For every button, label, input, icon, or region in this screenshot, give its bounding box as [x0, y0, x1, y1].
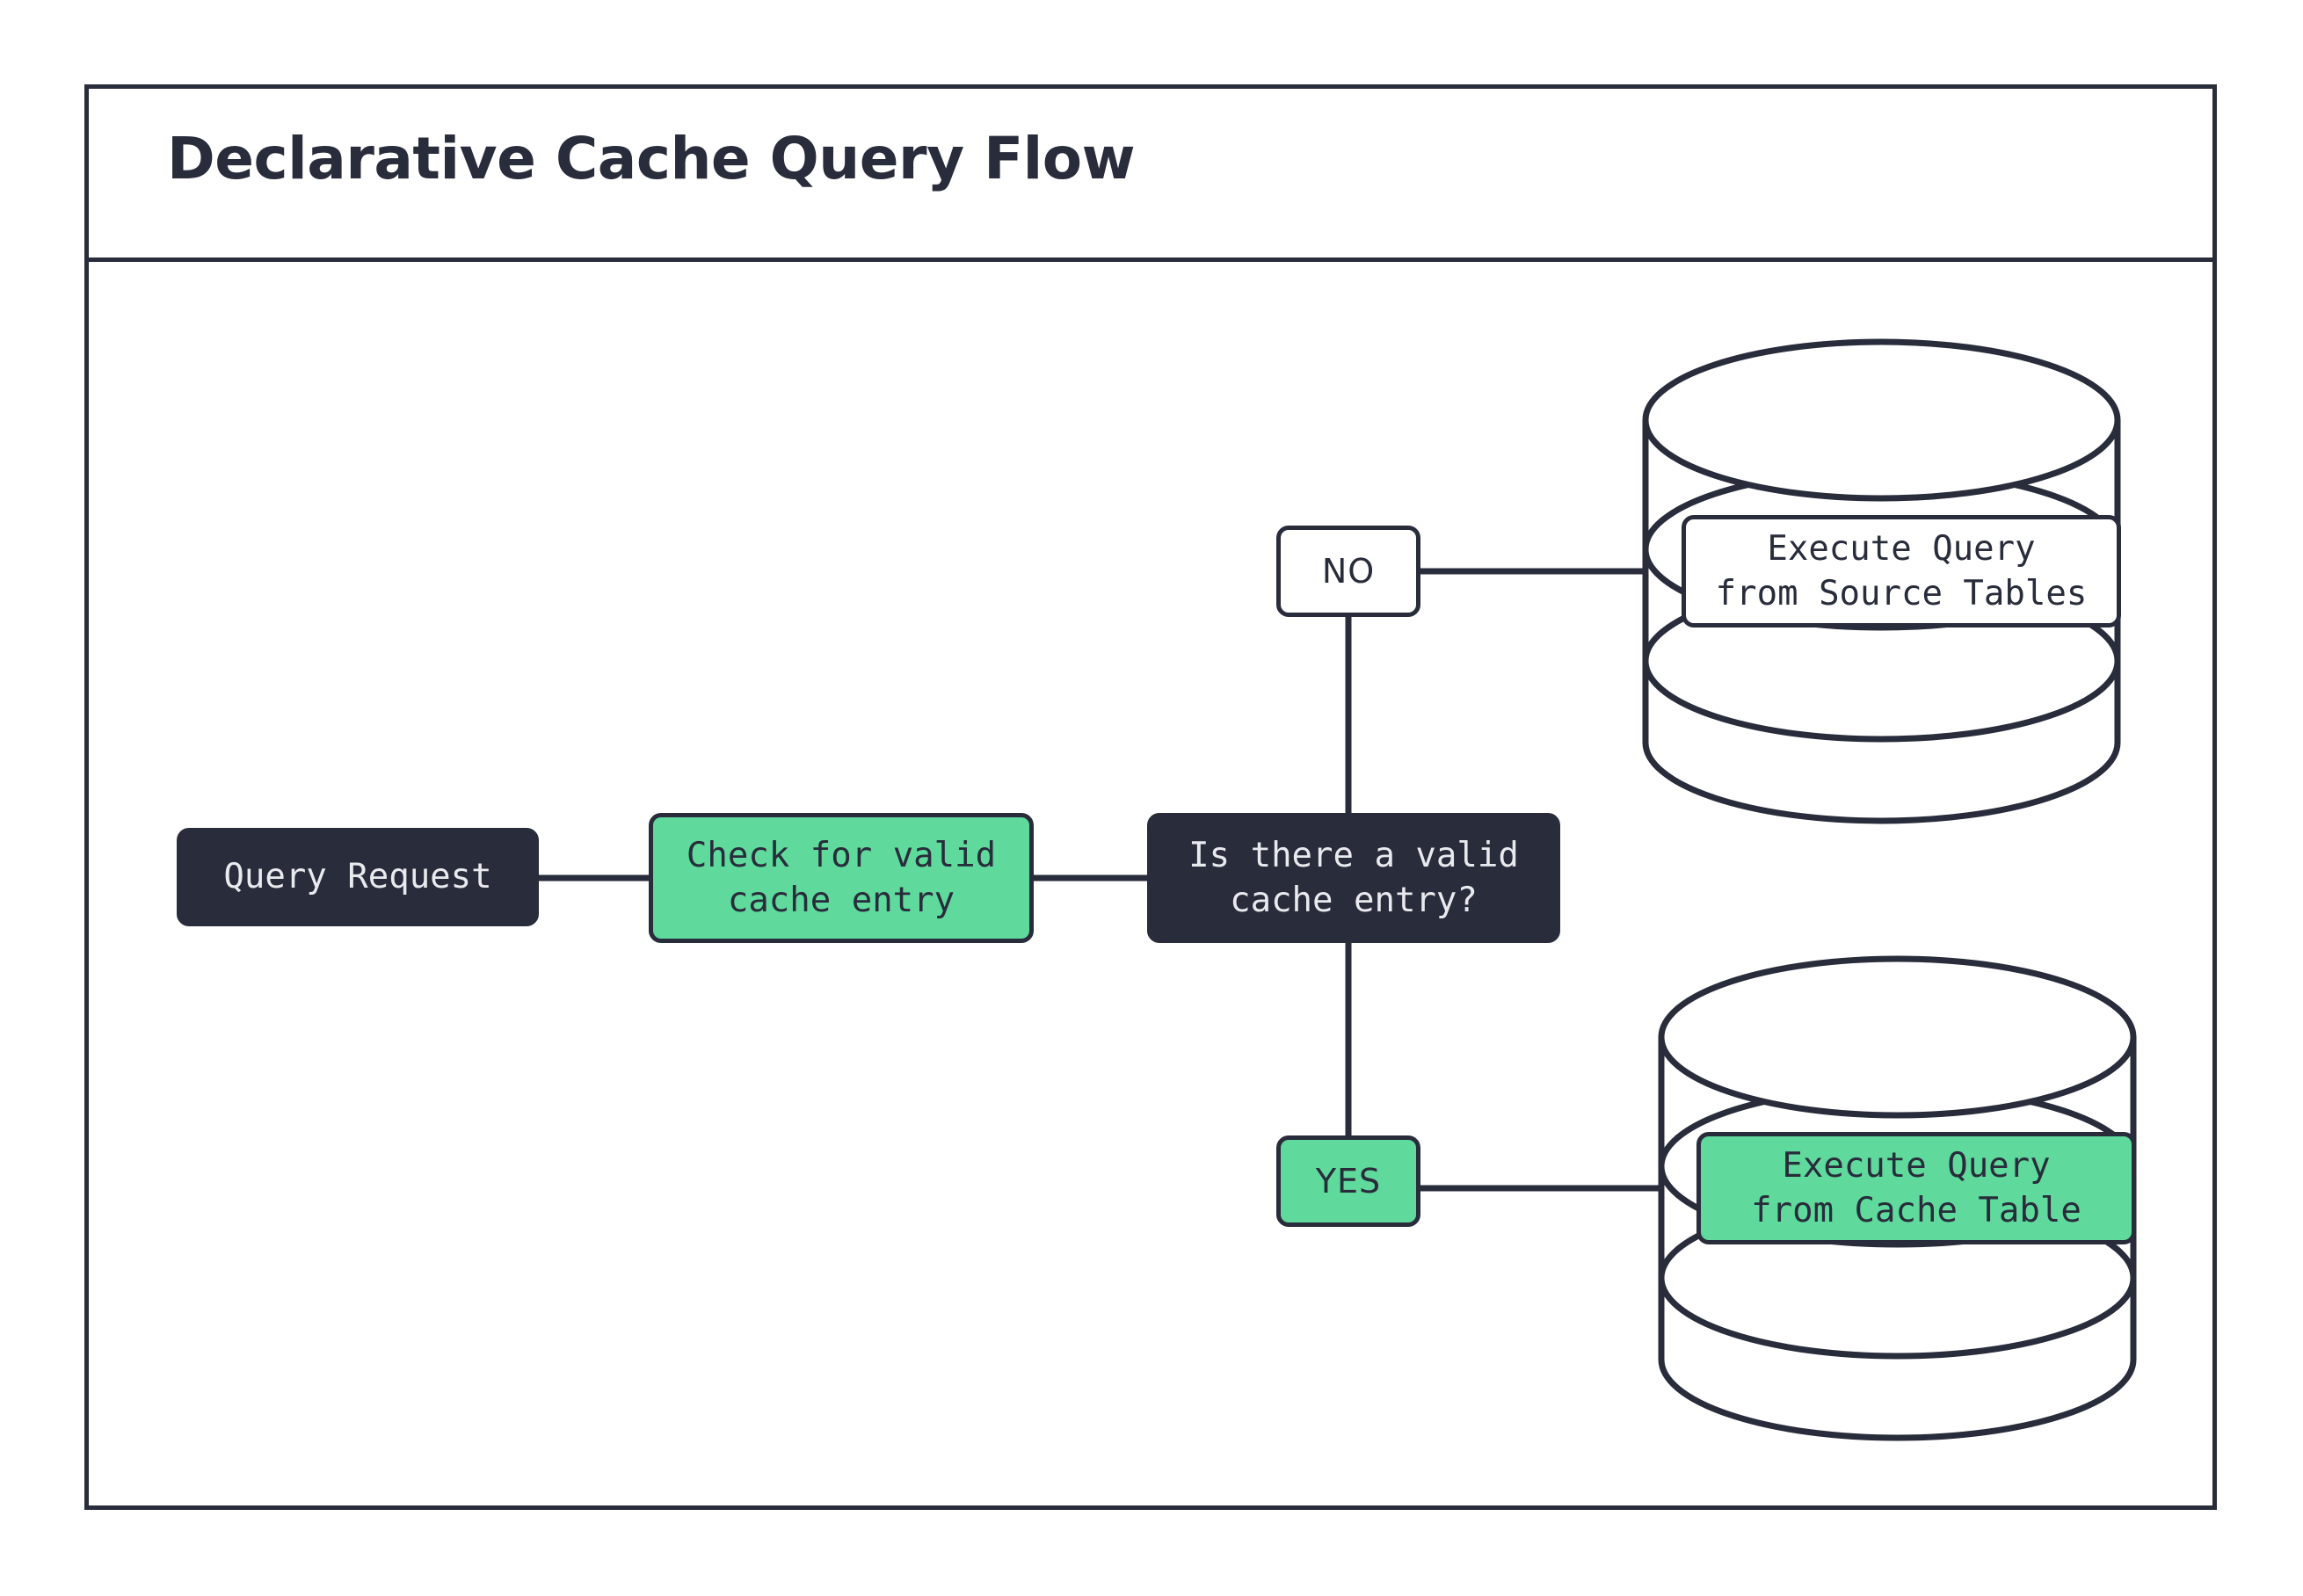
- node-execute-query-from-source-tables[interactable]: Execute Query from Source Tables: [1682, 515, 2121, 628]
- title-divider: [84, 258, 2217, 262]
- diagram-frame: [84, 84, 2217, 1510]
- page-title: Declarative Cache Query Flow: [167, 125, 1136, 192]
- node-query-request[interactable]: Query Request: [177, 828, 539, 926]
- node-execute-query-from-cache-table[interactable]: Execute Query from Cache Table: [1696, 1132, 2136, 1244]
- branch-label-no[interactable]: NO: [1276, 526, 1420, 617]
- node-decision-is-there-valid-cache-entry[interactable]: Is there a valid cache entry?: [1147, 813, 1560, 943]
- branch-label-yes[interactable]: YES: [1276, 1135, 1420, 1227]
- node-check-for-valid-cache-entry[interactable]: Check for valid cache entry: [649, 813, 1034, 943]
